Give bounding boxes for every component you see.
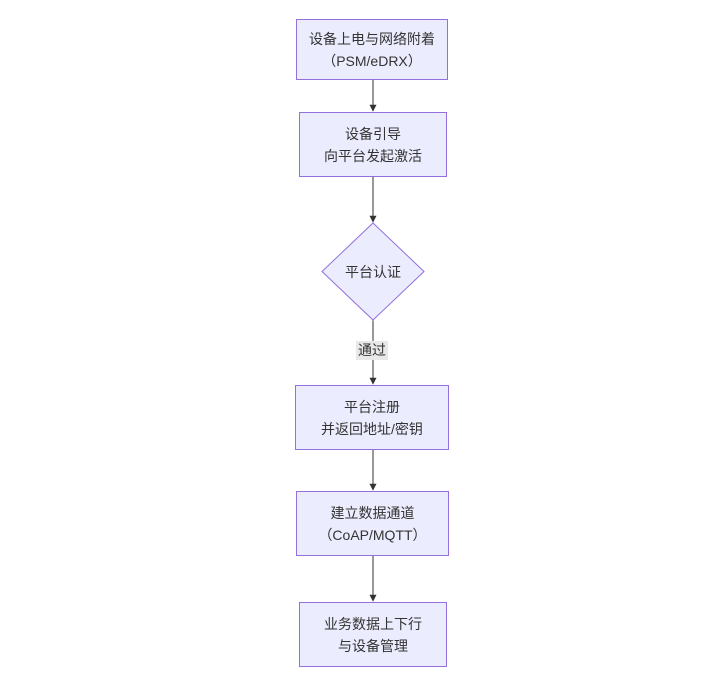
node-label-line: 与设备管理 [338,637,408,654]
node-label-line: 设备上电与网络附着 [309,30,435,47]
node-business: 业务数据上下行 与设备管理 [299,602,447,667]
node-data-channel: 建立数据通道 （CoAP/MQTT） [296,491,449,556]
node-label-line: 设备引导 [345,125,401,142]
node-label-line: 向平台发起激活 [324,147,422,164]
node-label-line: 业务数据上下行 [324,615,422,632]
node-power-attach: 设备上电与网络附着 （PSM/eDRX） [296,19,448,80]
edge-label-pass: 通过 [356,341,388,360]
node-auth-diamond-shape [321,222,425,321]
node-auth-label: 平台认证 [345,263,401,280]
node-label-line: （CoAP/MQTT） [318,526,427,543]
node-bootstrap: 设备引导 向平台发起激活 [299,112,447,177]
node-label-line: 平台注册 [344,398,400,415]
node-label-line: 并返回地址/密钥 [321,420,423,437]
node-label-line: （PSM/eDRX） [322,52,422,69]
node-register: 平台注册 并返回地址/密钥 [295,385,449,450]
node-label-line: 建立数据通道 [330,504,415,521]
